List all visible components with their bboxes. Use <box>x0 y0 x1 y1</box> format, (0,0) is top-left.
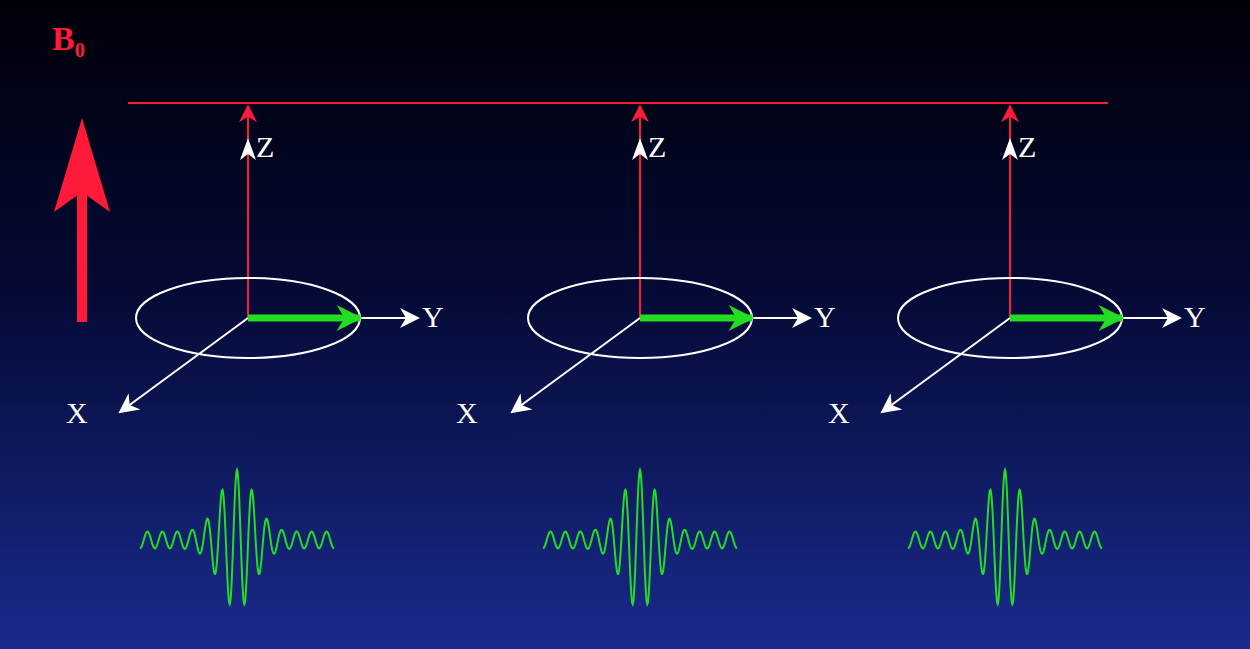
magnetization-vector <box>640 315 752 322</box>
field-line <box>128 102 1108 104</box>
axis-label: X <box>828 398 850 428</box>
axis-label: X <box>66 398 88 428</box>
axis-label: Z <box>1018 132 1036 162</box>
axis-label: Z <box>648 132 666 162</box>
axis-label: X <box>456 398 478 428</box>
y-axis <box>640 317 810 319</box>
b0-arrow-head <box>54 118 110 212</box>
z-axis-head <box>240 138 256 160</box>
magnetization-vector <box>248 315 360 322</box>
signal-waveform <box>908 470 1102 604</box>
precession-orbit <box>898 278 1122 358</box>
precession-orbit <box>136 278 360 358</box>
x-axis <box>512 318 640 412</box>
y-axis <box>248 317 418 319</box>
signal-waveform <box>140 470 334 604</box>
y-axis <box>1010 317 1180 319</box>
z-axis <box>1009 106 1011 318</box>
spin-frame <box>120 106 418 412</box>
z-axis <box>247 106 249 318</box>
x-axis <box>120 318 248 412</box>
spin-frame <box>512 106 810 412</box>
signal-waveform <box>543 470 737 604</box>
axis-label: Y <box>814 302 836 332</box>
z-axis-head <box>632 138 648 160</box>
magnetization-vector <box>1010 315 1122 322</box>
precession-orbit <box>528 278 752 358</box>
axis-label: Y <box>422 302 444 332</box>
field-label: B₀ <box>52 22 85 56</box>
z-axis <box>639 106 641 318</box>
axis-label: Y <box>1184 302 1206 332</box>
spin-frame <box>882 106 1180 412</box>
z-axis-head <box>1002 138 1018 160</box>
axis-label: Z <box>256 132 274 162</box>
x-axis <box>882 318 1010 412</box>
